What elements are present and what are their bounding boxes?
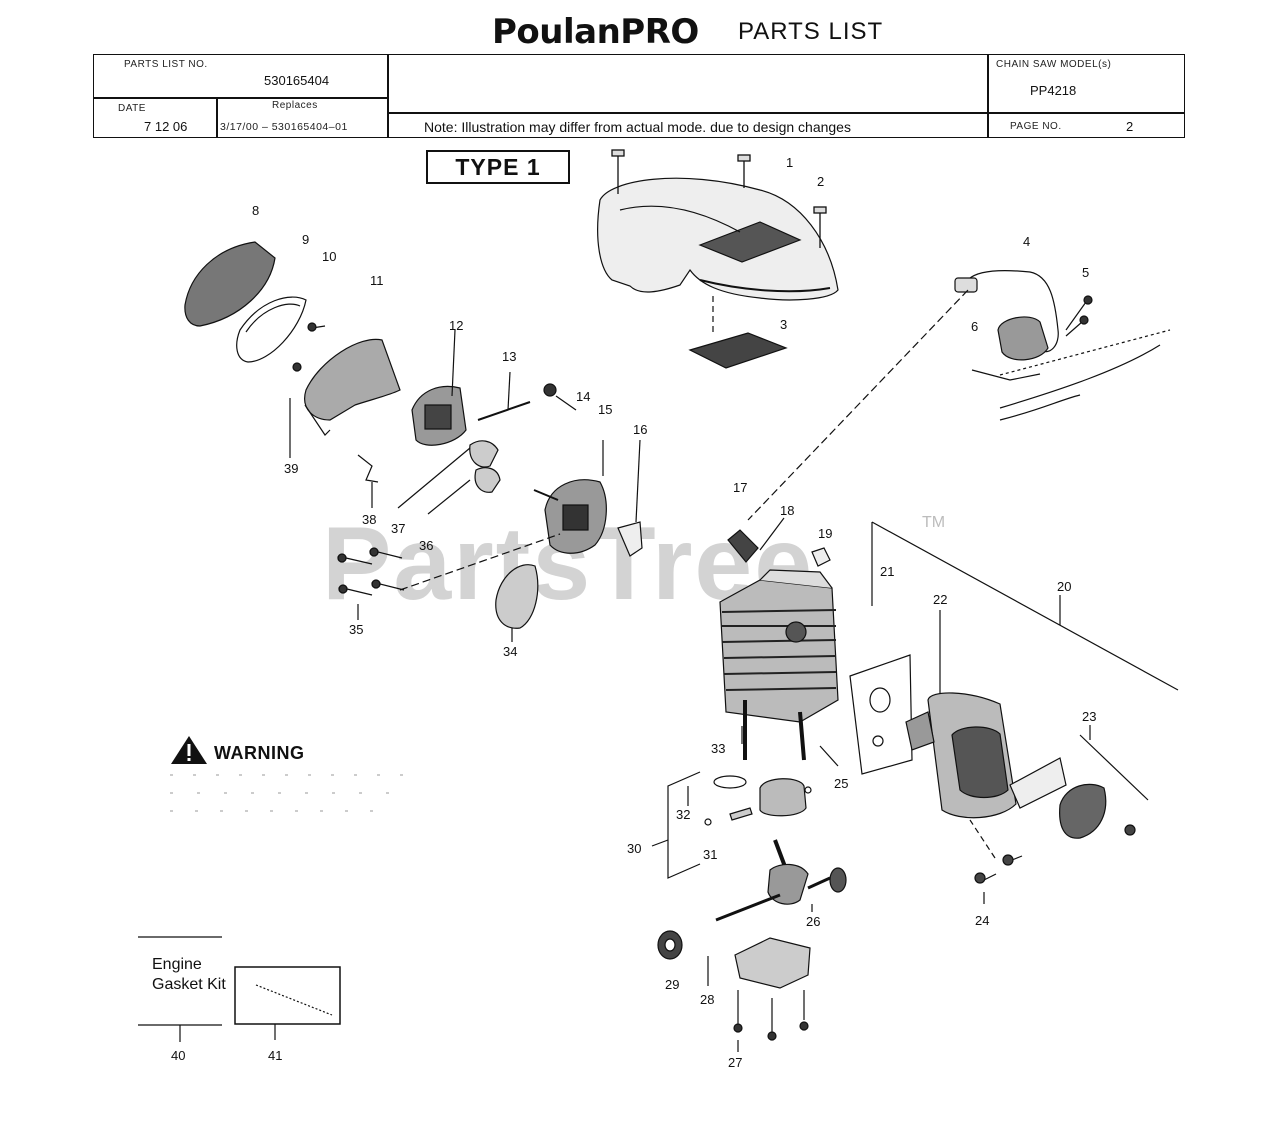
model-value: PP4218: [1030, 83, 1077, 98]
spark-arrestor-part: [1009, 757, 1067, 809]
callout-11: 11: [370, 273, 384, 288]
callout-40: 40: [171, 1048, 186, 1063]
brand-block: PoulanPRO PARTS LIST: [395, 12, 895, 52]
page-label: PAGE NO.: [1010, 121, 1062, 132]
throttle-shaft-part: [477, 401, 531, 421]
callout-6: 6: [971, 319, 979, 334]
date-label: DATE: [118, 103, 146, 114]
warning-label: WARNING: [214, 743, 305, 763]
ignition-module-part: [954, 270, 1171, 421]
callout-31: 31: [703, 847, 718, 862]
callout-25: 25: [834, 776, 849, 791]
crankshaft-part: [715, 839, 847, 922]
page-number: 2: [1126, 119, 1134, 134]
muffler-cap-part: [1059, 783, 1107, 839]
filter-pad-part: [688, 332, 788, 369]
parts-list-header: PARTS LIST NO. 530165404 DATE 7 12 06 Re…: [93, 54, 1185, 138]
model-label: CHAIN SAW MODEL(s): [996, 59, 1112, 70]
callout-16: 16: [633, 422, 648, 437]
replaces-label: Replaces: [272, 100, 318, 111]
callout-34: 34: [503, 644, 518, 659]
gasket-plate-part: [495, 564, 539, 629]
crankcase-part: [734, 937, 811, 989]
muffler-gasket-part: [849, 654, 913, 775]
air-filter-part: [236, 296, 307, 363]
parts-list-no: 530165404: [264, 73, 330, 88]
callout-22: 22: [933, 592, 948, 607]
warning-text-lines: [170, 774, 420, 812]
callout-24: 24: [975, 913, 990, 928]
callout-8: 8: [252, 203, 260, 218]
callout-10: 10: [322, 249, 337, 264]
callout-20: 20: [1057, 579, 1072, 594]
top-cover-part: [597, 177, 839, 301]
air-filter-cover-part: [184, 241, 276, 327]
callout-36: 36: [419, 538, 434, 553]
callout-30: 30: [627, 841, 642, 856]
callout-39: 39: [284, 461, 299, 476]
decomp-valve-part: [811, 547, 831, 567]
callout-1: 1: [786, 155, 794, 170]
grommet-part: [617, 521, 643, 557]
parts-list-title: PARTS LIST: [738, 18, 884, 45]
manifold-bolts: [337, 547, 405, 596]
cylinder-part: [719, 569, 839, 761]
callout-3: 3: [780, 317, 788, 332]
module-screws: [1065, 295, 1093, 337]
callout-19: 19: [818, 526, 833, 541]
warning-triangle-icon: [171, 736, 207, 764]
callout-28: 28: [700, 992, 715, 1007]
adjust-knob-part: [543, 383, 557, 397]
callout-27: 27: [728, 1055, 743, 1070]
callout-9: 9: [302, 232, 310, 247]
callout-35: 35: [349, 622, 364, 637]
crankcase-screws: [733, 990, 809, 1041]
date-value: 7 12 06: [144, 119, 188, 134]
callout-12: 12: [449, 318, 464, 333]
callout-17: 17: [733, 480, 748, 495]
type-label: TYPE 1: [426, 150, 570, 184]
throttle-rod-part: [357, 454, 379, 483]
callout-2: 2: [817, 174, 825, 189]
engine-gasket-kit-label: Engine Gasket Kit: [152, 956, 226, 993]
callout-4: 4: [1023, 234, 1031, 249]
gasket-kit-box: [234, 966, 341, 1025]
replaces-value: 3/17/00 – 530165404–01: [220, 121, 348, 133]
parts-list-no-label: PARTS LIST NO.: [124, 59, 208, 70]
trademark-symbol: TM: [922, 514, 946, 531]
callout-15: 15: [598, 402, 613, 417]
warning-block: WARNING: [170, 735, 420, 825]
illustration-note: Note: Illustration may differ from actua…: [424, 119, 851, 135]
poulan-pro-logo: PoulanPRO: [492, 12, 699, 52]
callout-13: 13: [502, 349, 517, 364]
callout-18: 18: [780, 503, 795, 518]
intake-boot-part: [469, 440, 499, 468]
callout-23: 23: [1082, 709, 1097, 724]
callout-32: 32: [676, 807, 691, 822]
callout-38: 38: [362, 512, 377, 527]
piston-part: [759, 778, 807, 817]
callout-29: 29: [665, 977, 680, 992]
callout-26: 26: [806, 914, 821, 929]
filter-base-part: [304, 338, 401, 421]
callout-37: 37: [391, 521, 406, 536]
callout-5: 5: [1082, 265, 1090, 280]
spark-plug-part: [727, 529, 759, 563]
callout-33: 33: [711, 741, 726, 756]
muffler-part: [905, 692, 1017, 819]
callout-21: 21: [880, 564, 895, 579]
callout-14: 14: [576, 389, 591, 404]
cover-screws: [611, 149, 827, 248]
callout-41: 41: [268, 1048, 283, 1063]
